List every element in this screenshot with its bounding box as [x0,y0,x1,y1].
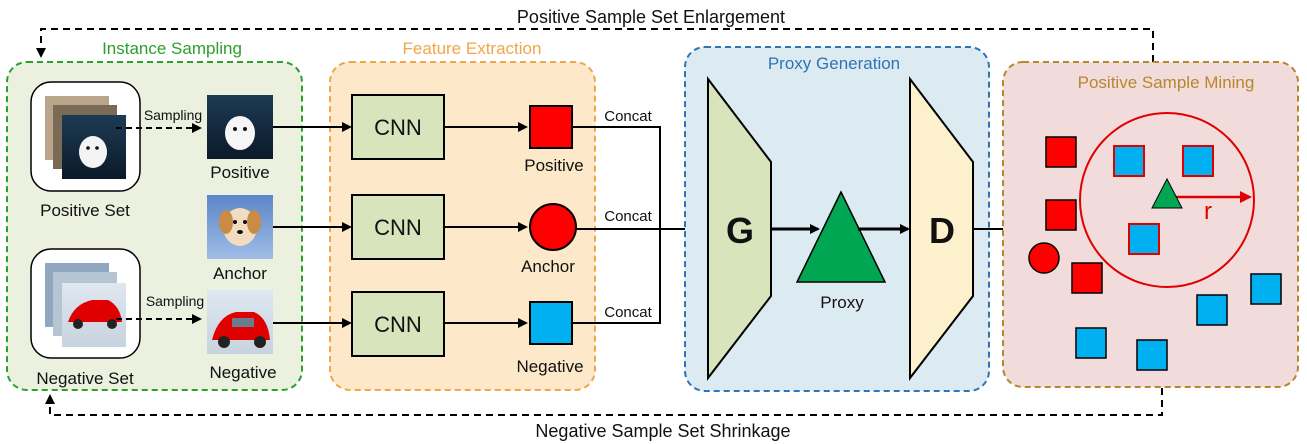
mined-sample-2 [1182,145,1214,177]
negative-sample-4 [1136,339,1168,371]
mined-sample-1 [1113,145,1145,177]
negative-sample-1 [1196,294,1228,326]
cnn-block-1 [351,94,445,160]
mined-sample-3 [1128,223,1160,255]
concat-label-3: Concat [604,304,652,321]
concat-connectors: Concat Concat Concat [572,108,704,324]
cnn-label-3: CNN [374,312,422,337]
anchor-image [207,195,273,259]
positive-sample-1 [1045,136,1077,168]
radius-label: r [1204,198,1212,225]
positive-image [207,95,273,159]
negative-feature-square [529,301,573,345]
proxy-generation-panel: Proxy Generation G Proxy D [684,46,990,392]
concat-label-1: Concat [604,108,652,125]
instance-sampling-title: Instance Sampling [102,39,242,58]
negative-set-images [45,263,126,347]
negative-image [207,290,273,354]
positive-set-label: Positive Set [40,201,130,220]
anchor-sample [1028,242,1060,274]
negative-sample-2 [1250,273,1282,305]
sampling-label-bottom: Sampling [146,293,204,309]
mining-proxy-triangle [1151,177,1183,209]
generator-block [707,76,772,381]
proxy-triangle [795,190,887,283]
shrinkage-label: Negative Sample Set Shrinkage [535,421,790,441]
anchor-feature-circle [529,203,577,251]
enlargement-label: Positive Sample Set Enlargement [517,7,785,27]
positive-image-label: Positive [210,163,270,182]
positive-set-images [45,96,126,179]
cnn-block-3 [351,291,445,357]
feature-extraction-title: Feature Extraction [403,39,542,58]
concat-label-2: Concat [604,208,652,225]
discriminator-label: D [929,210,955,251]
negative-sample-3 [1075,327,1107,359]
positive-feature-square [529,105,573,149]
cnn-block-2 [351,194,445,260]
positive-sample-mining-panel: Positive Sample Mining r [1002,61,1299,388]
negative-image-label: Negative [209,363,276,382]
positive-sample-3 [1071,262,1103,294]
negative-feature-label: Negative [516,357,583,376]
discriminator-block [909,76,974,381]
shrinkage-loop: Negative Sample Set Shrinkage [45,388,1163,441]
radius-circle [1079,112,1255,288]
cnn-label-2: CNN [374,215,422,240]
positive-sample-2 [1045,199,1077,231]
cnn-label-1: CNN [374,115,422,140]
anchor-image-label: Anchor [213,264,267,283]
negative-set-label: Negative Set [36,369,134,388]
sampling-label-top: Sampling [144,107,202,123]
proxy-label: Proxy [820,293,864,312]
feature-extraction-panel: Feature Extraction CNN CNN CNN Positive … [273,39,596,391]
positive-sample-mining-title: Positive Sample Mining [1078,73,1255,92]
anchor-feature-label: Anchor [521,257,575,276]
positive-feature-label: Positive [524,156,584,175]
generator-label: G [726,210,754,251]
proxy-generation-title: Proxy Generation [768,54,900,73]
enlargement-loop: Positive Sample Set Enlargement [36,7,1154,62]
instance-sampling-panel: Instance Sampling Positive Set Negative … [6,39,303,391]
